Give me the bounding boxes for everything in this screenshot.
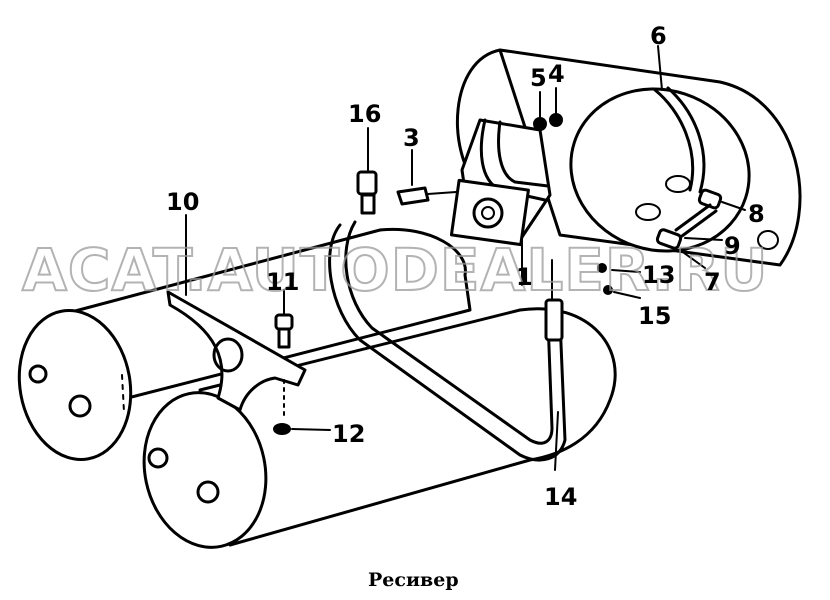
label-14: 14: [544, 483, 577, 511]
bracket-10: [166, 214, 307, 412]
label-16: 16: [348, 100, 381, 128]
label-9: 9: [724, 232, 741, 260]
label-10: 10: [166, 188, 199, 216]
label-13: 13: [642, 261, 675, 289]
nuts-4-5: [533, 87, 563, 131]
leader-lines: [521, 45, 663, 471]
label-12: 12: [332, 420, 365, 448]
strap-14: [328, 220, 567, 462]
label-15: 15: [638, 302, 671, 330]
parts-7-8-9: [655, 188, 746, 269]
bolt-16: [356, 127, 378, 215]
watermark-text: ACAT.AUTODEALER.RU: [22, 236, 768, 304]
parts-13-15: [597, 263, 641, 299]
label-7: 7: [704, 268, 721, 296]
nut-12: [273, 423, 331, 435]
bracket-1: [449, 118, 552, 247]
label-5: 5: [530, 64, 547, 92]
diagram-caption: Ресивер: [368, 569, 459, 591]
label-6: 6: [650, 22, 667, 50]
label-3: 3: [403, 124, 420, 152]
main-tank-rear: [17, 227, 472, 461]
label-11: 11: [266, 268, 299, 296]
bolt-11: [274, 289, 294, 421]
label-1: 1: [516, 263, 533, 291]
label-4: 4: [548, 60, 565, 88]
bolt-3: [396, 149, 457, 206]
label-8: 8: [748, 200, 765, 228]
